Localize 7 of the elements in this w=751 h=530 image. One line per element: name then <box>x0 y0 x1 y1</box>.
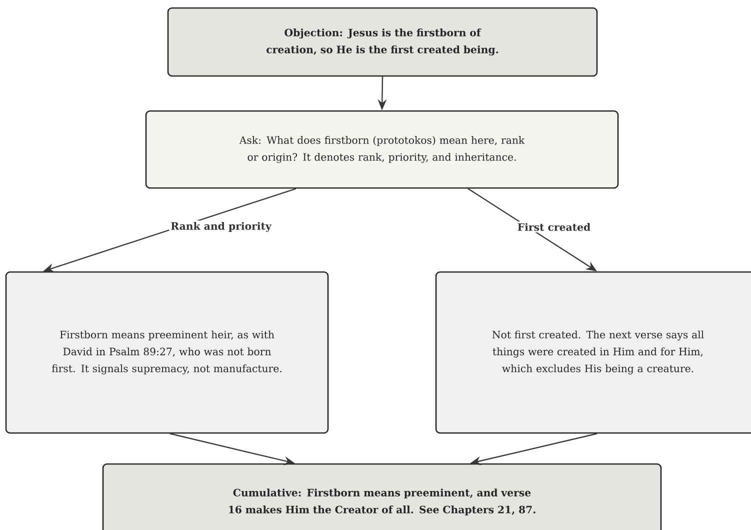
edge-label: Rank and priority <box>169 220 273 234</box>
process-box: Firstborn means preeminent heir, as with David in Psalm 89:27, who was not born first. It signals supremacy, not manufacture. <box>5 271 329 434</box>
process-box: Not first created. The next verse says all things were created in Him and for Him, which excludes His being a creature. <box>435 271 751 434</box>
edge-label: First created <box>516 222 592 232</box>
process-box: Ask: What does firstborn (prototokos) mean here, rank or origin? It denotes rank, priority, and inheritance. <box>145 110 619 189</box>
process-box: Objection: Jesus is the firstborn of creation, so He is the first created being. <box>167 7 598 77</box>
process-box: Cumulative: Firstborn means preeminent, and verse 16 makes Him the Creator of all. See Chapters 21, 87. <box>102 463 662 530</box>
